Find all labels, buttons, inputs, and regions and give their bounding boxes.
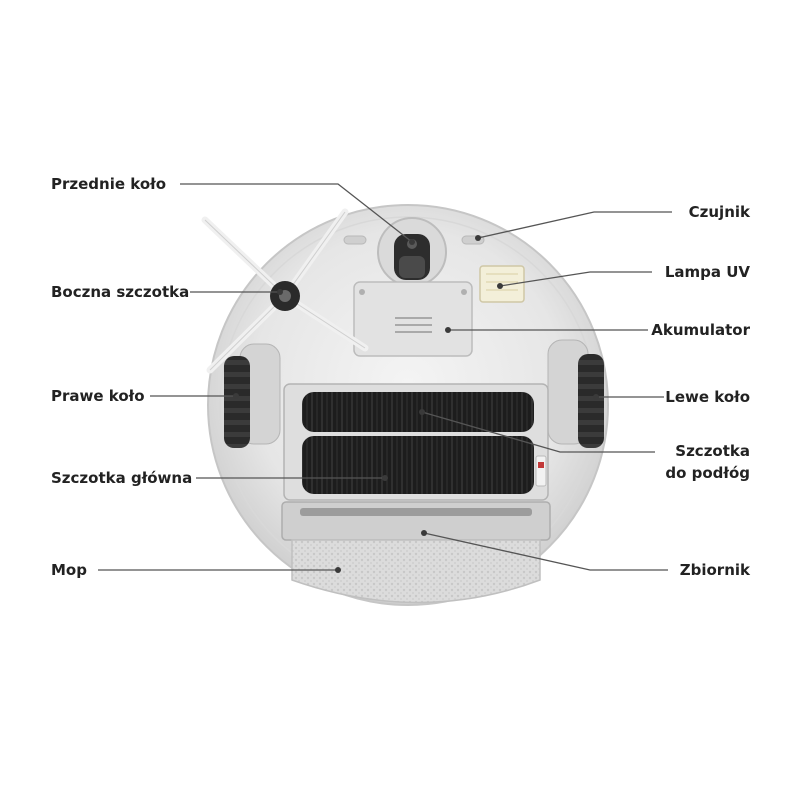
leader-dot-szczotka-glowna xyxy=(382,475,388,481)
leader-dot-boczna-szczotka xyxy=(277,289,283,295)
leader-line-szczotka-podlog xyxy=(421,411,655,453)
label-przednie-kolo: Przednie koło xyxy=(51,175,166,193)
leader-line-czujnik xyxy=(477,211,672,239)
floor-brush xyxy=(302,392,534,432)
sensor-slots xyxy=(343,235,485,245)
leader-dot-lewe-kolo xyxy=(593,394,599,400)
battery-cover xyxy=(353,281,473,357)
label-szczotka-podlog-line1: Szczotka xyxy=(675,442,750,460)
main-brush xyxy=(302,436,547,494)
leader-dot-szczotka-podlog xyxy=(419,409,425,415)
leader-dot-akumulator xyxy=(445,327,451,333)
front-wheel xyxy=(377,217,447,287)
leader-dot-zbiornik xyxy=(421,530,427,536)
left-wheel xyxy=(547,339,604,448)
label-mop: Mop xyxy=(51,561,87,579)
right-wheel xyxy=(224,343,281,448)
leader-line-przednie-kolo xyxy=(180,183,413,243)
leader-dot-lampa-uv xyxy=(497,283,503,289)
leader-lines xyxy=(98,183,672,573)
label-szczotka-podlog-line2: do podłóg xyxy=(665,464,750,482)
label-czujnik: Czujnik xyxy=(688,203,750,221)
label-boczna-szczotka: Boczna szczotka xyxy=(51,283,190,301)
label-szczotka-podlog: Szczotka do podłóg xyxy=(665,440,750,484)
leader-dot-prawe-kolo xyxy=(233,393,239,399)
side-brush xyxy=(201,208,369,374)
leader-line-zbiornik xyxy=(423,532,668,571)
leader-dot-czujnik xyxy=(475,235,481,241)
mop-pad xyxy=(291,539,541,604)
leader-line-lampa-uv xyxy=(499,271,652,287)
label-lewe-kolo: Lewe koło xyxy=(665,388,750,406)
label-zbiornik: Zbiornik xyxy=(679,561,750,579)
label-szczotka-glowna: Szczotka główna xyxy=(51,469,193,487)
water-tank xyxy=(281,501,551,541)
label-lampa-uv: Lampa UV xyxy=(664,263,750,281)
label-akumulator: Akumulator xyxy=(651,321,750,339)
label-prawe-kolo: Prawe koło xyxy=(51,387,145,405)
leader-dot-przednie-kolo xyxy=(409,239,415,245)
leader-dot-mop xyxy=(335,567,341,573)
